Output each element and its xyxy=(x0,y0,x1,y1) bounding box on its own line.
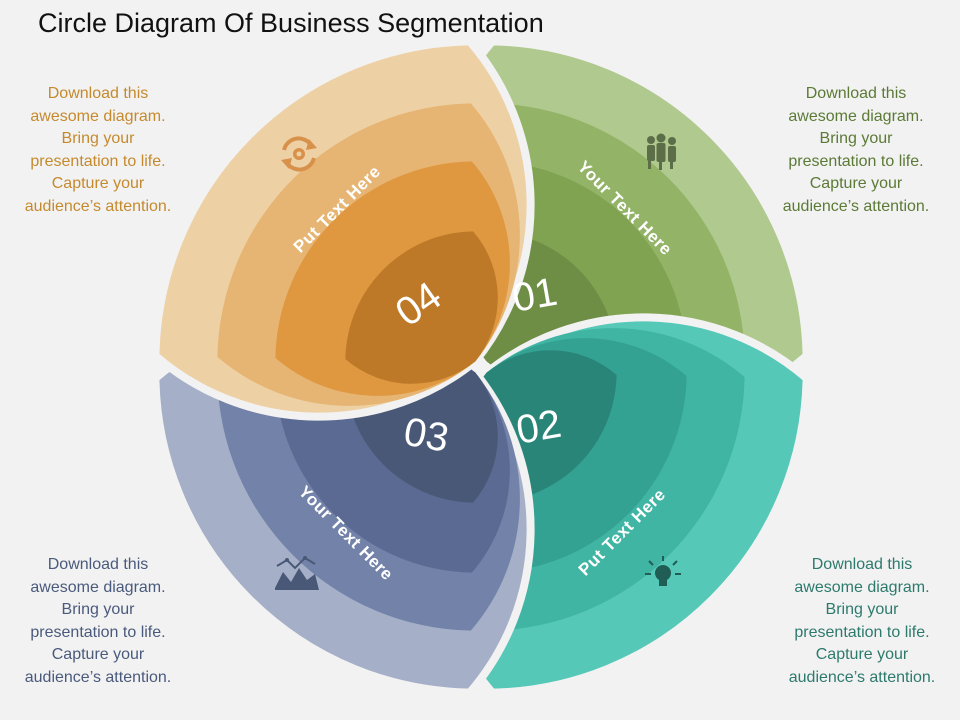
note-line: Capture your xyxy=(809,175,903,192)
note-line: Download this xyxy=(811,556,913,573)
note-line: Bring your xyxy=(819,130,893,147)
lightbulb-icon xyxy=(645,556,681,586)
page-title: Circle Diagram Of Business Segmentation xyxy=(38,8,544,38)
note-line: Capture your xyxy=(51,175,145,192)
note-line: presentation to life. xyxy=(30,623,166,641)
icons xyxy=(275,133,681,590)
note-line: audience’s attention. xyxy=(782,197,930,215)
note-line: Capture your xyxy=(51,646,145,663)
segment-number-01: 01 xyxy=(509,270,560,321)
note-top-right: Download this awesome diagram. Bring you… xyxy=(756,83,956,218)
note-line: awesome diagram. xyxy=(30,107,166,125)
petal-band-04 xyxy=(345,231,498,384)
note-line: awesome diagram. xyxy=(788,107,924,125)
note-line: presentation to life. xyxy=(30,152,166,170)
team-icon xyxy=(647,133,676,170)
note-top-left: Download this awesome diagram. Bring you… xyxy=(0,83,198,218)
note-line: Bring your xyxy=(825,601,899,618)
segment-number-02: 02 xyxy=(513,402,564,453)
note-line: Bring your xyxy=(61,601,135,618)
note-line: presentation to life. xyxy=(794,623,930,641)
note-line: audience’s attention. xyxy=(788,668,936,686)
gear-cycle-icon xyxy=(281,136,317,172)
note-bottom-right: Download this awesome diagram. Bring you… xyxy=(762,554,960,689)
note-line: Capture your xyxy=(815,646,909,663)
note-line: awesome diagram. xyxy=(30,578,166,596)
note-line: Download this xyxy=(47,85,149,102)
note-bottom-left: Download this awesome diagram. Bring you… xyxy=(0,554,198,689)
note-line: audience’s attention. xyxy=(24,197,172,215)
chart-icon xyxy=(275,556,319,590)
petals xyxy=(151,37,811,697)
note-line: Download this xyxy=(805,85,907,102)
note-line: awesome diagram. xyxy=(794,578,930,596)
note-line: presentation to life. xyxy=(788,152,924,170)
note-line: Download this xyxy=(47,556,149,573)
segment-number-03: 03 xyxy=(401,410,452,461)
note-line: Bring your xyxy=(61,130,135,147)
note-line: audience’s attention. xyxy=(24,668,172,686)
